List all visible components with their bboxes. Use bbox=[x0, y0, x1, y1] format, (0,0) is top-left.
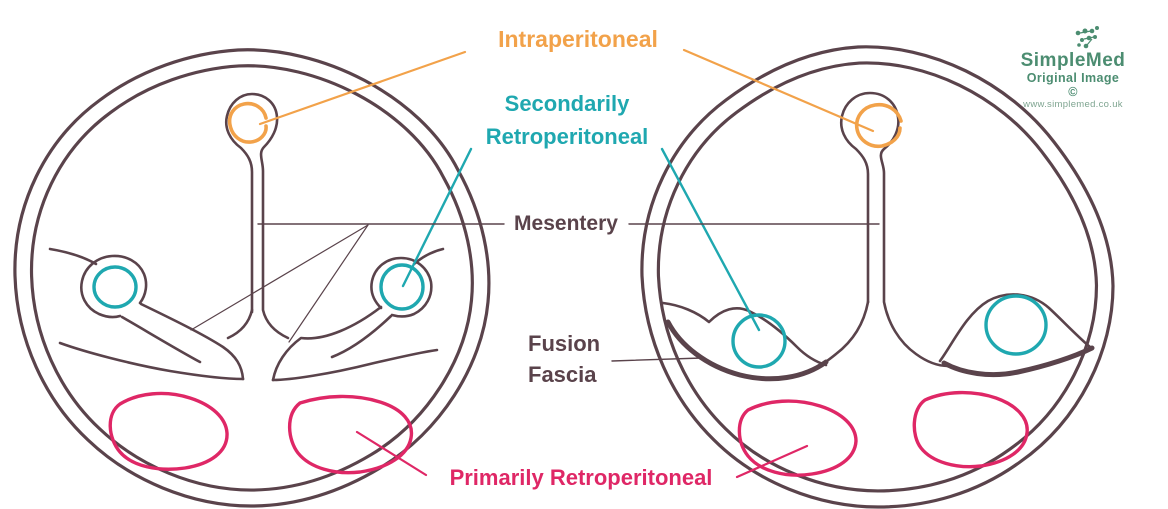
molecule-dot bbox=[1082, 28, 1088, 34]
molecule-dot bbox=[1080, 38, 1084, 42]
simplemed-molecule-icon bbox=[1075, 26, 1099, 49]
simplemed-logo: SimpleMed Original Image © www.simplemed… bbox=[1021, 50, 1126, 111]
right-pouch-neck-upper bbox=[271, 305, 383, 382]
left-primarily-retro-organ-right bbox=[287, 394, 414, 475]
right-stalk-left-flare bbox=[817, 300, 870, 369]
molecule-dot bbox=[1086, 35, 1092, 41]
right-primarily-retro-organ-left bbox=[737, 399, 858, 477]
right-pouch-neck-lower bbox=[330, 314, 393, 359]
intraperitoneal-label: Intraperitoneal bbox=[498, 26, 658, 52]
right-secondarily-retro-organ-right bbox=[984, 294, 1048, 356]
fusion-fascia-label-line1: Fusion bbox=[528, 331, 601, 356]
molecule-dot bbox=[1089, 28, 1095, 34]
right-fusion-fascia-band-right bbox=[941, 345, 1095, 378]
right-primarily-retro-organ-right bbox=[912, 390, 1029, 469]
right-cross-section bbox=[640, 45, 1115, 509]
intraperitoneal-pointer-right bbox=[682, 48, 875, 133]
right-secondarily-retro-organ-left bbox=[731, 313, 787, 369]
mesentery-label: Mesentery bbox=[514, 212, 618, 235]
molecule-dot bbox=[1083, 43, 1089, 49]
secondarily-retroperitoneal-label: Secondarily Retroperitoneal bbox=[486, 87, 649, 153]
left-lateral-pouch-approach bbox=[48, 247, 98, 266]
fusion-fascia-label: Fusion Fascia bbox=[528, 328, 600, 390]
left-intraperitoneal-organ bbox=[227, 101, 268, 144]
secondarily-retroperitoneal-label-line1: Secondarily bbox=[504, 91, 630, 116]
simplemed-logo-tagline: Original Image © bbox=[1026, 71, 1120, 99]
right-inner-body-wall bbox=[656, 61, 1099, 493]
molecule-dot bbox=[1095, 26, 1099, 30]
right-peritoneum-wave-left bbox=[661, 301, 828, 367]
left-secondarily-retro-organ-left bbox=[92, 265, 138, 309]
left-pouch-neck-upper bbox=[139, 302, 245, 381]
fusion-fascia-pointer bbox=[611, 357, 703, 362]
primarily-retroperitoneal-label: Primarily Retroperitoneal bbox=[449, 465, 713, 490]
left-pouch-neck-lower bbox=[120, 315, 202, 364]
right-intraperitoneal-organ bbox=[854, 102, 903, 149]
molecule-dot bbox=[1093, 35, 1097, 39]
right-outer-body-wall bbox=[640, 45, 1115, 509]
left-secondarily-retro-organ-right bbox=[379, 263, 425, 311]
secondarily-retro-pointer-right bbox=[660, 147, 761, 332]
simplemed-logo-website: www.simplemed.co.uk bbox=[1023, 99, 1123, 110]
intraperitoneal-pointer-left bbox=[258, 50, 467, 126]
molecule-bond bbox=[1086, 38, 1093, 46]
molecule-dot bbox=[1077, 43, 1081, 47]
pointer-lines bbox=[190, 48, 880, 479]
molecule-dot bbox=[1075, 30, 1081, 36]
left-outer-body-wall bbox=[13, 48, 491, 508]
left-primarily-retro-organ-left bbox=[108, 391, 229, 471]
mesentery-fan-line-b bbox=[288, 224, 369, 343]
right-sheet-bottom-edge bbox=[271, 348, 439, 382]
left-lateral-pouch-ring bbox=[80, 254, 148, 319]
secondarily-retroperitoneal-label-line2: Retroperitoneal bbox=[485, 124, 649, 149]
right-peritoneum-wave-right bbox=[938, 293, 1092, 363]
left-mesentery-stalk-and-bulb bbox=[224, 92, 290, 340]
left-stalk-left-flare bbox=[226, 308, 254, 340]
primarily-retro-pointer-right bbox=[735, 444, 809, 479]
fusion-fascia-label-line2: Fascia bbox=[528, 362, 597, 387]
right-fusion-fascia-band-left bbox=[665, 319, 829, 382]
secondarily-retro-pointer-left bbox=[401, 147, 473, 288]
left-sheet-bottom-edge bbox=[58, 341, 245, 381]
primarily-retro-pointer-left bbox=[355, 430, 428, 477]
simplemed-logo-name: SimpleMed bbox=[1020, 50, 1126, 71]
mesentery-fan-line-a bbox=[190, 224, 369, 331]
right-lateral-pouch-ring bbox=[370, 256, 433, 318]
left-cross-section bbox=[13, 48, 491, 508]
